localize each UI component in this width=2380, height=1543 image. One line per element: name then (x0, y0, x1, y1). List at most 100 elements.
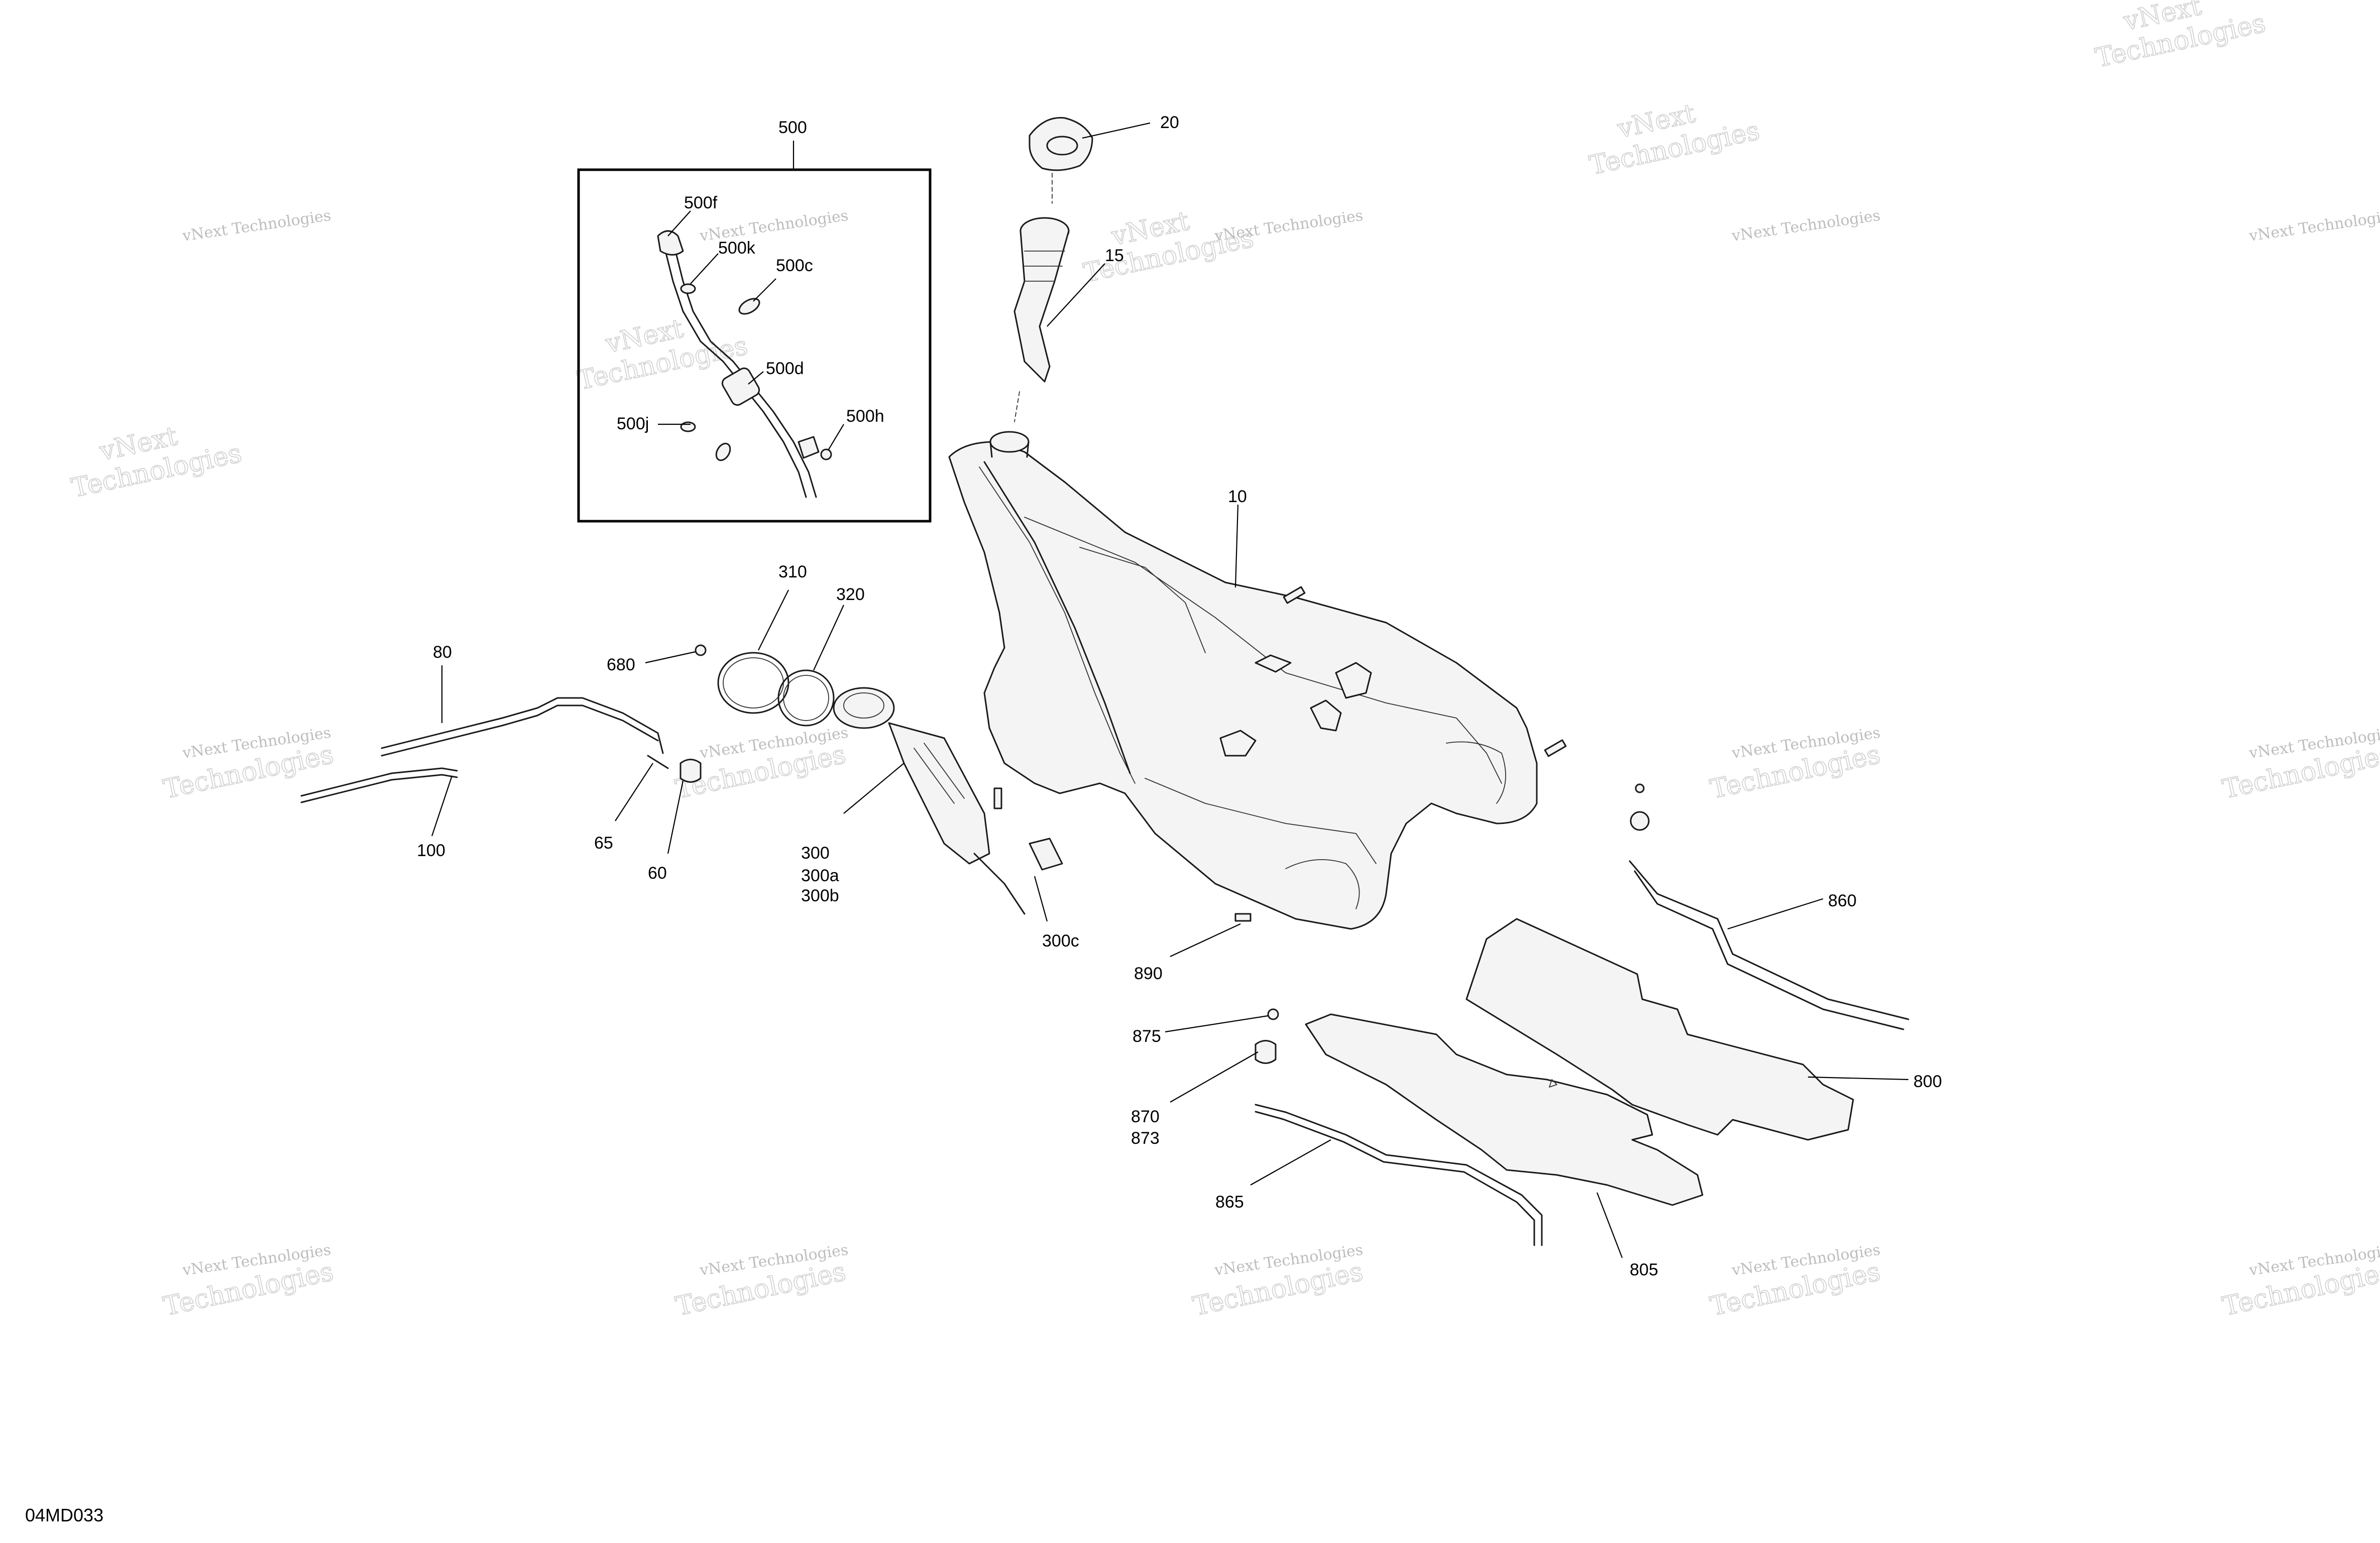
neck-axis (1014, 391, 1020, 422)
leader-870 (1170, 1051, 1259, 1103)
diagram-code: 04MD033 (25, 1505, 103, 1525)
callout-65: 65 (594, 834, 613, 853)
tank-contour-lower (1145, 778, 1377, 864)
callout-300c: 300c (1042, 931, 1079, 951)
pump-body (888, 722, 990, 865)
leader-310 (758, 589, 789, 651)
fuel-line-80 (381, 665, 664, 757)
callout-500j: 500j (617, 414, 649, 433)
leader-680 (645, 651, 696, 664)
leader-100 (431, 775, 453, 837)
sleeve-500j (715, 442, 731, 461)
lock-ring (717, 652, 789, 714)
nut-870 (1255, 1040, 1277, 1064)
clamp-500j (680, 421, 696, 432)
tank-vent-fitting (1255, 654, 1292, 673)
shield-800 (1465, 918, 1909, 1141)
tank-rollover-valve (1335, 662, 1372, 699)
strap-860-edge (1634, 870, 1904, 1030)
pad-890-shape (1234, 913, 1252, 922)
neck-tube (1013, 230, 1070, 383)
tank-pad (1283, 586, 1306, 604)
tank-top-fittings (1219, 654, 1372, 757)
clamp-500k (680, 283, 696, 294)
screw-head (695, 644, 707, 656)
callout-300: 300 (801, 844, 830, 863)
callout-80: 80 (433, 643, 452, 662)
pump-flange (833, 687, 895, 729)
callout-500d: 500d (766, 359, 804, 378)
tank-port-center (1310, 699, 1342, 732)
leader-20 (1082, 122, 1151, 139)
callout-500: 500 (778, 118, 807, 137)
leader-500f (667, 210, 691, 236)
leader-60 (667, 780, 684, 854)
tank-lobe (1285, 859, 1360, 909)
bracket-865 (1250, 1104, 1543, 1246)
screw-875 (1267, 1008, 1279, 1020)
callout-875: 875 (1132, 1027, 1161, 1046)
callout-805: 805 (1630, 1260, 1658, 1279)
callout-310: 310 (778, 562, 807, 581)
leader-15 (1047, 263, 1105, 327)
gasket-inner (783, 675, 829, 721)
watermark-small: vNext Technologies (1730, 207, 1881, 245)
leader-500d (748, 371, 764, 385)
leader-500c (753, 278, 776, 302)
watermark: vNext Technologies (69, 421, 245, 504)
leader-800 (1807, 1076, 1909, 1081)
tank-filler-neck (989, 431, 1030, 453)
sleeve-500c (738, 298, 760, 315)
bracket-860 (1629, 783, 1909, 1030)
callout-300b: 300b (801, 886, 839, 905)
leader-805 (1596, 1192, 1623, 1258)
pump-body-detail (914, 743, 965, 804)
elbow-fitting-500f (657, 230, 684, 256)
callout-680: 680 (607, 655, 635, 674)
callout-320: 320 (836, 585, 865, 604)
fuel-line-lower (300, 767, 458, 797)
leader-500h (828, 424, 844, 450)
tank-contour-upper (1079, 547, 1206, 653)
watermark: vNext Technologies (2093, 0, 2269, 74)
detail-frame (577, 168, 932, 523)
callout-890: 890 (1134, 964, 1163, 983)
tank-filler-neck-sides (989, 441, 1030, 458)
fuel-cap-20 (1029, 116, 1151, 204)
callout-100: 100 (417, 841, 445, 860)
shield-805 (1305, 1013, 1704, 1258)
fasteners-870-875 (1165, 1008, 1279, 1103)
pump-filter-300c (1029, 838, 1063, 871)
callout-870: 870 (1131, 1107, 1160, 1126)
tank-contour (1024, 517, 1502, 784)
gasket-320 (777, 605, 844, 727)
leader-65 (615, 763, 653, 821)
callout-300a: 300a (801, 866, 839, 885)
connector-65-60 (615, 755, 702, 854)
fuel-line-upper-edge (381, 704, 659, 757)
callout-800: 800 (1913, 1072, 1942, 1091)
fuel-pump-300 (833, 687, 1063, 922)
cap-grip (1046, 136, 1078, 156)
callout-500k: 500k (718, 239, 756, 258)
tank-ridge (983, 461, 1131, 774)
pad-890 (1170, 913, 1252, 957)
strap-865 (1255, 1104, 1543, 1246)
fuel-tank-10 (948, 431, 1567, 930)
watermark-small: vNext Technologies (1213, 207, 1364, 245)
bolt-860-top (1635, 783, 1645, 793)
screw-680 (645, 644, 707, 664)
strap-860 (1629, 860, 1909, 1020)
tank-pad-front (993, 787, 1002, 809)
fuel-line-lower-edge (300, 774, 458, 803)
pump-flange-inner (843, 692, 884, 719)
callout-15: 15 (1105, 246, 1124, 265)
leader-300 (843, 763, 904, 814)
clip-500h (820, 448, 832, 460)
quick-connector-60 (679, 759, 702, 783)
detail-box-500 (577, 141, 932, 523)
watermark: vNext Technologies (1081, 205, 1257, 289)
leader-500k (690, 253, 719, 284)
lock-ring-inner (723, 657, 784, 708)
